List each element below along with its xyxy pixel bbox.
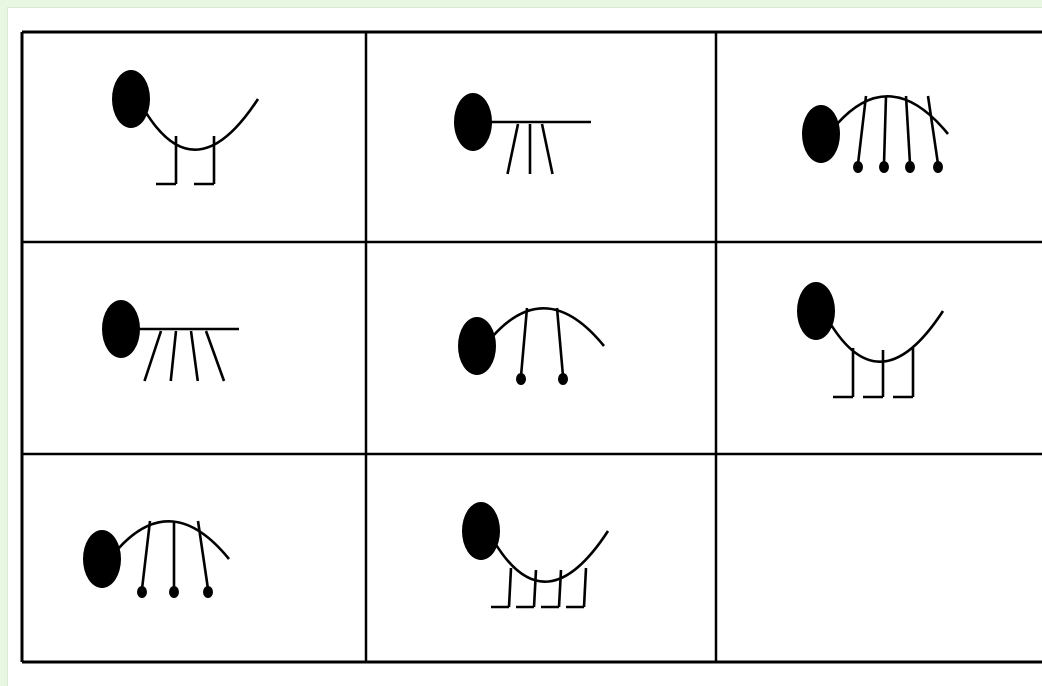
creature-leg (521, 308, 527, 376)
creature-head (83, 530, 121, 588)
creature-leg-dot (516, 373, 526, 385)
creature-leg (145, 331, 162, 381)
creature-leg (884, 96, 886, 164)
creature-leg-dot (203, 586, 213, 598)
figure-cell-3 (802, 96, 948, 173)
creature-head (802, 105, 840, 163)
creature-leg-dot (137, 586, 147, 598)
figure-cell-6 (797, 282, 943, 397)
creature-leg-dot (933, 161, 943, 173)
creature-leg (191, 331, 198, 381)
creature-leg (198, 521, 208, 589)
creature-leg (534, 570, 536, 607)
figure-cell-4 (102, 300, 239, 381)
creature-head (462, 502, 500, 560)
creature-body (145, 99, 258, 150)
creature-head (458, 317, 496, 375)
creature-leg (142, 521, 150, 589)
figure-cell-8 (462, 502, 608, 607)
creature-body (493, 308, 604, 346)
creature-leg (508, 124, 519, 174)
creature-leg-dot (169, 586, 179, 598)
creature-leg (206, 331, 224, 381)
creature-leg-dot (558, 373, 568, 385)
creature-head (112, 70, 150, 128)
creature-leg (584, 568, 586, 607)
figure-cell-1 (112, 70, 258, 184)
creature-leg (906, 96, 910, 164)
creature-leg-dot (879, 161, 889, 173)
creature-head (454, 93, 492, 151)
puzzle-sheet (8, 8, 1042, 686)
figure-cell-5 (458, 308, 604, 385)
figure-cell-7 (83, 521, 229, 598)
creature-leg (557, 308, 563, 376)
creature-leg-dot (853, 161, 863, 173)
figures (83, 70, 948, 607)
figure-cell-2 (454, 93, 591, 174)
creature-head (102, 300, 140, 358)
creature-leg (542, 124, 553, 174)
creature-leg-dot (905, 161, 915, 173)
creature-leg (171, 331, 176, 381)
puzzle-grid (8, 8, 1042, 686)
creature-leg (509, 568, 511, 607)
creature-leg (559, 570, 561, 607)
creature-leg (928, 96, 938, 164)
creature-body (830, 311, 943, 362)
creature-head (797, 282, 835, 340)
